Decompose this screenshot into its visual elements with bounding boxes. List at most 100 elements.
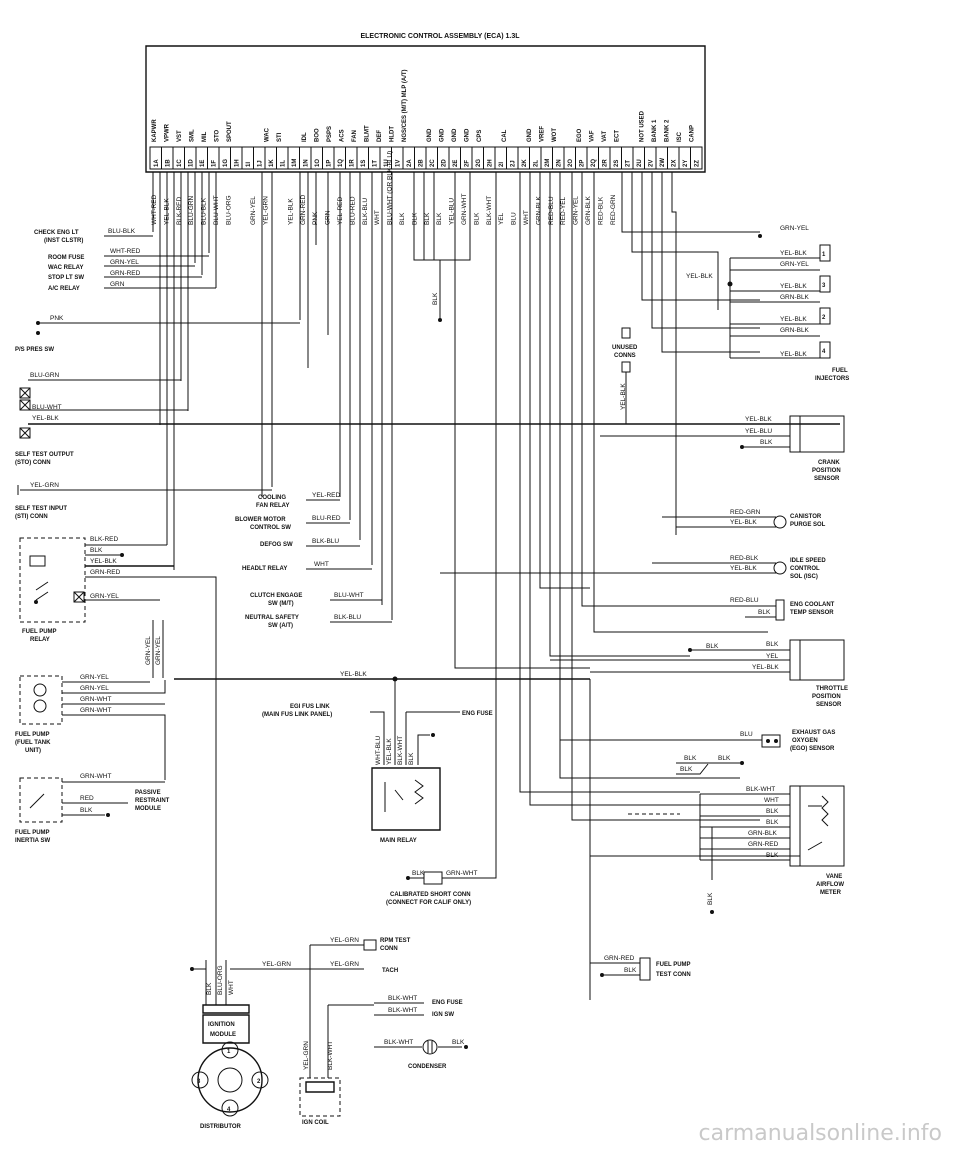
ecu-wire-label: YEL-BLK [287,198,294,225]
ecu-pin-label: 1B [166,159,172,167]
ecu-pin-label: 1I [246,162,252,167]
right-bus-lines [413,172,800,1000]
svg-text:GRN-BLK: GRN-BLK [780,294,810,301]
ecu-function-label: ECT [615,130,621,142]
svg-text:YEL: YEL [766,653,779,660]
svg-text:RESTRAINT: RESTRAINT [135,798,170,804]
svg-text:3: 3 [822,283,826,289]
svg-text:BLK: BLK [680,766,693,773]
ignition-module: BLK BLU-ORG WHT IGNITION MODULE [190,960,250,1044]
rpm-tach: YEL-GRN RPM TEST CONN YEL-GRN TACH YEL-G… [230,937,411,1010]
ecu-pin-label: 1N [304,159,310,167]
ecu-function-label: CAL [502,129,508,142]
ecu-wire-label: YEL [498,212,505,225]
svg-text:RED-GRN: RED-GRN [730,509,761,516]
svg-text:(FUEL TANK: (FUEL TANK [15,740,51,746]
ecu-function-label: VPWR [165,123,171,142]
ecu-wire-label: BLU-RED [349,196,356,225]
svg-text:BLU-BLK: BLU-BLK [108,228,136,235]
ecu-wire-label: GRN-RED [300,194,307,225]
svg-text:DEFOG SW: DEFOG SW [260,542,293,548]
ecu-function-label: VREF [540,126,546,142]
svg-text:CLUTCH ENGAGE: CLUTCH ENGAGE [250,593,302,599]
ecu-function-label: WOT [552,128,558,142]
svg-text:YEL-RED: YEL-RED [312,492,340,499]
svg-text:CHECK ENG LT: CHECK ENG LT [34,230,79,236]
svg-text:IDLE SPEED: IDLE SPEED [790,558,826,564]
ecu-wire-label: BLK [424,212,431,225]
svg-text:RED-BLK: RED-BLK [730,555,759,562]
svg-text:4: 4 [227,1107,231,1113]
svg-text:1: 1 [227,1049,231,1055]
svg-text:(CONNECT FOR CALIF ONLY): (CONNECT FOR CALIF ONLY) [386,900,471,906]
svg-text:YEL-GRN: YEL-GRN [330,961,359,968]
ecu-function-label: ACS [340,129,346,142]
ecu-pin-label: 2N [557,159,563,167]
svg-text:RELAY: RELAY [30,637,50,643]
svg-text:GRN-RED: GRN-RED [110,270,141,277]
condenser: BLK-WHT BLK CONDENSER [374,1039,468,1070]
svg-text:BLK: BLK [766,819,779,826]
ecu-pin-label: 2O [568,159,574,167]
svg-text:FAN RELAY: FAN RELAY [256,503,289,509]
ecu-pin-label: 2M [545,159,551,167]
fuel-pump-test-conn: GRN-RED BLK FUEL PUMP TEST CONN [590,955,691,981]
svg-text:CALIBRATED SHORT CONN: CALIBRATED SHORT CONN [390,892,471,898]
ecu-pin-label: 2I [499,162,505,167]
svg-text:GRN: GRN [110,281,125,288]
eng-coolant-temp-sensor: RED-BLU BLK ENG COOLANT TEMP SENSOR [730,597,835,621]
svg-text:GRN-BLK: GRN-BLK [748,830,778,837]
svg-text:BLK: BLK [718,755,731,762]
svg-text:GRN-YEL: GRN-YEL [110,259,139,266]
distributor-terminal-2: 2 [251,1071,269,1089]
crank-position-sensor: YEL-BLK YEL-BLU BLK CRANK POSITION SENSO… [600,415,845,482]
fuel-pump-relay: BLK-RED BLK YEL-BLK GRN-RED GRN-YEL FUEL… [19,536,217,1000]
throttle-position-sensor: BLK BLK YEL YEL-BLK THROTTLE POSITION SE… [550,639,848,708]
svg-text:YEL-BLK: YEL-BLK [32,415,59,422]
fuel-pump-inertia-sw: GRN-WHT RED BLK PASSIVE RESTRAINT MODULE… [15,773,170,844]
svg-text:YEL-BLK: YEL-BLK [730,519,757,526]
svg-text:GRN-BLK: GRN-BLK [780,327,810,334]
ecu-wire-label: GRN-BLK [585,195,592,225]
ecu-pin-label: 1L [281,160,287,167]
svg-text:BLU-WHT: BLU-WHT [334,592,364,599]
svg-text:GRN-WHT: GRN-WHT [80,696,111,703]
svg-text:YEL-BLU: YEL-BLU [745,428,772,435]
ecu-function-label: GND [527,128,533,142]
ecu-pin-label: 1G [223,159,229,167]
ecu-wire-label: YEL-GRN [263,196,270,225]
svg-text:GRN-YEL: GRN-YEL [780,261,809,268]
idle-speed-control-sol: RED-BLK YEL-BLK IDLE SPEED CONTROL SOL (… [440,555,826,580]
ecu-pin-label: 2C [430,159,436,167]
svg-text:BLU-WHT: BLU-WHT [32,404,62,411]
ecu-wire-label: BLK-RED [176,197,183,225]
svg-text:WHT: WHT [314,561,329,568]
svg-text:BLK: BLK [408,752,415,765]
injector-1: 1 [819,244,831,262]
ecu-wire-label: GRN-BLK [535,195,542,225]
svg-text:BLK: BLK [707,892,714,905]
ecu-function-label: VAT [602,131,608,142]
svg-text:YEL-BLK: YEL-BLK [752,664,779,671]
ecu-wire-label: WHT [374,210,381,225]
svg-text:GRN-YEL: GRN-YEL [145,636,152,665]
svg-text:YEL-BLK: YEL-BLK [620,383,627,410]
svg-text:GRN-YEL: GRN-YEL [155,636,162,665]
svg-text:YEL-BLK: YEL-BLK [730,565,757,572]
ecu-wire-label: RED-BLK [597,196,604,225]
ecu-function-label: BANK 2 [665,119,671,142]
ecu-wire-label: RED-YEL [560,196,567,225]
ecu-function-label: EGO [577,128,583,142]
svg-text:BLK: BLK [766,641,779,648]
ps-pres-sw: PNK P/S PRES SW [15,315,300,353]
svg-text:POSITION: POSITION [812,468,841,474]
svg-text:GRN-WHT: GRN-WHT [446,870,477,877]
svg-text:HEADLT RELAY: HEADLT RELAY [242,566,287,572]
svg-text:WHT-RED: WHT-RED [110,248,141,255]
svg-text:WHT: WHT [764,797,779,804]
svg-text:ROOM FUSE: ROOM FUSE [48,255,84,261]
svg-text:BLK-WHT: BLK-WHT [397,736,404,765]
svg-text:GRN-YEL: GRN-YEL [780,225,809,232]
